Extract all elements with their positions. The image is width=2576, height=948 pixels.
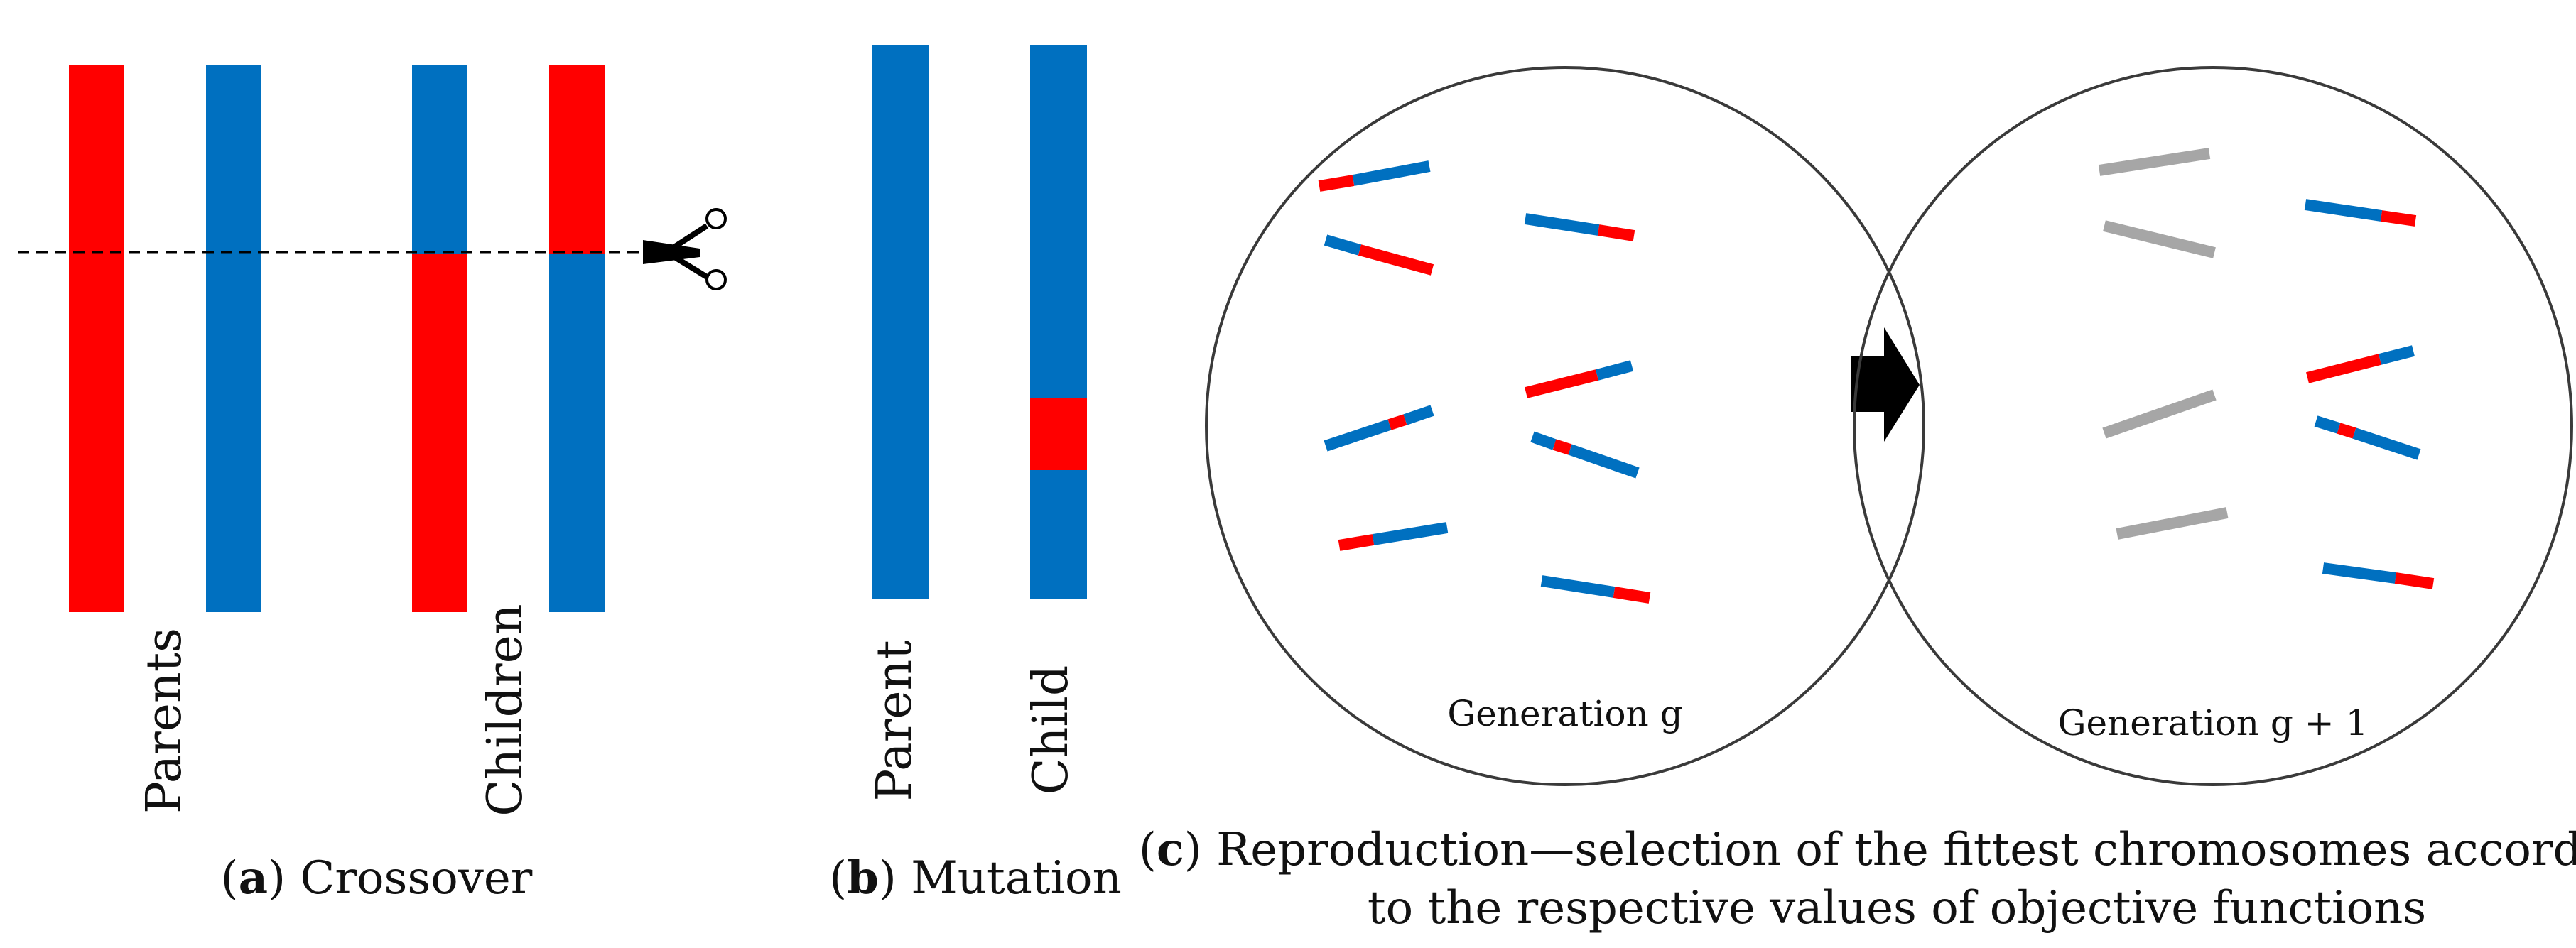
chromosome — [1530, 431, 1640, 479]
chromosome — [1324, 234, 1434, 276]
population-circle — [1205, 66, 1925, 786]
arrow-right-icon — [1851, 327, 1920, 442]
children-label: Children — [477, 604, 534, 816]
generation-g-plus-1-label: Generation g + 1 — [2058, 702, 2369, 743]
discarded-chromosome — [2098, 148, 2211, 176]
panel-c-reproduction: Generation g Generation g + 1 (c) Reprod… — [1139, 66, 2576, 935]
population-circle — [1853, 66, 2573, 786]
chromosome — [2314, 415, 2421, 460]
parents-label: Parents — [136, 628, 193, 814]
parent-chromosome-red — [69, 65, 124, 612]
parent-chromosome — [872, 45, 929, 599]
chromosome — [2304, 199, 2417, 227]
chromosome — [1318, 160, 1431, 192]
parent-chromosome-blue — [206, 65, 261, 612]
panel-b-mutation: Parent Child (b) Mutation — [829, 45, 1122, 905]
chromosome — [2322, 562, 2435, 589]
parent-label: Parent — [867, 640, 923, 801]
chromosome — [2306, 345, 2415, 383]
chromosome — [1338, 522, 1449, 551]
child-chromosome-2 — [549, 65, 605, 612]
population-generation-g — [1205, 66, 1925, 786]
discarded-chromosome — [2116, 507, 2229, 540]
caption-b: (b) Mutation — [829, 851, 1122, 905]
child-chromosome-mutated — [1030, 45, 1087, 599]
scissors-icon — [643, 208, 727, 290]
chromosome — [1540, 575, 1651, 604]
chromosome — [1524, 213, 1635, 241]
discarded-chromosome — [2102, 389, 2217, 439]
panel-a-crossover: Parents Children (a) Crossover — [18, 65, 727, 905]
mutated-gene — [1030, 398, 1087, 470]
population-generation-g-plus-1 — [1853, 66, 2573, 786]
chromosome — [1324, 405, 1434, 452]
child-label: Child — [1023, 665, 1079, 795]
caption-c-line-2: to the respective values of objective fu… — [1368, 882, 2426, 935]
child-chromosome-1 — [412, 65, 467, 612]
caption-c-line-1: (c) Reproduction—selection of the fittes… — [1139, 823, 2576, 876]
caption-a: (a) Crossover — [221, 851, 533, 905]
generation-g-label: Generation g — [1447, 693, 1682, 734]
discarded-chromosome — [2103, 220, 2216, 258]
chromosome — [1525, 360, 1634, 398]
